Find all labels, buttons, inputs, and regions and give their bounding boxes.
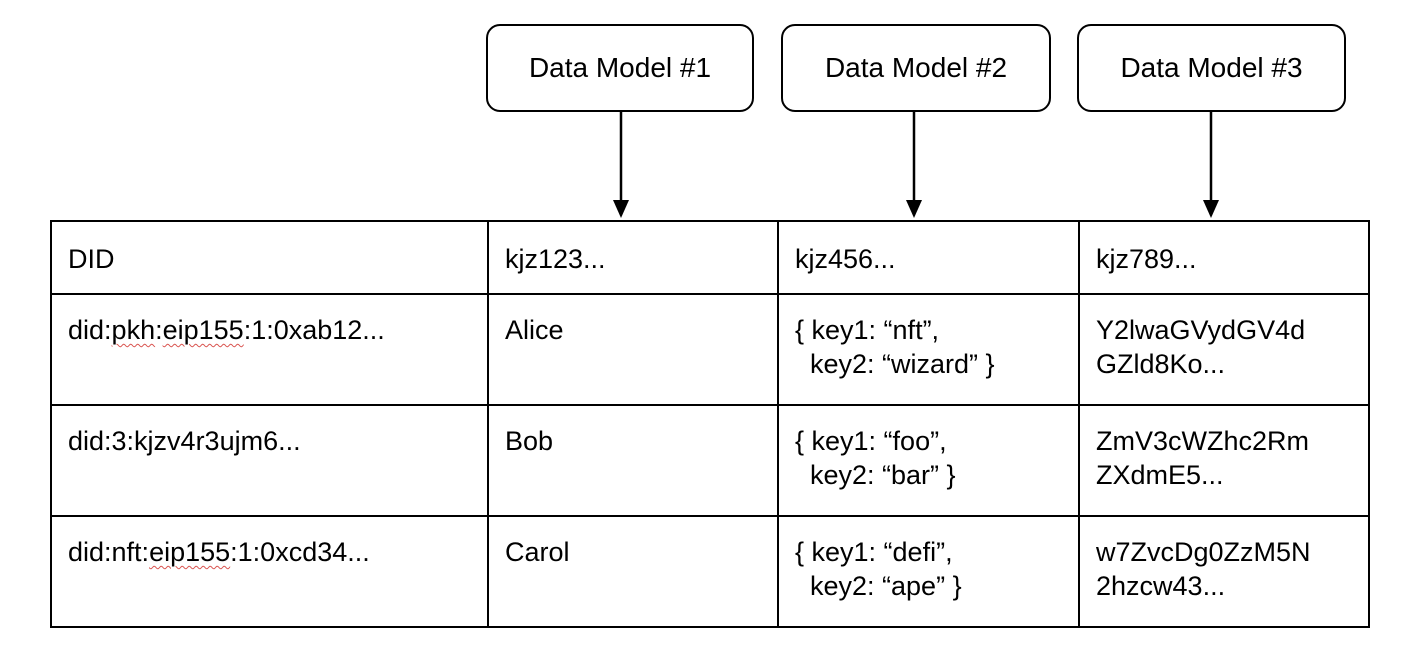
did-method: pkh (111, 315, 156, 345)
model-3-line-2: ZXdmE5... (1096, 460, 1224, 490)
data-model-3-label: Data Model #3 (1120, 52, 1303, 83)
header-model-2: kjz456... (777, 220, 1080, 295)
model-3-line-1: w7ZvcDg0ZzM5N (1096, 537, 1311, 567)
did-separator: : (155, 315, 163, 345)
model-2-line-1: { key1: “nft”, (795, 315, 940, 345)
model-2-line-1: { key1: “foo”, (795, 426, 947, 456)
did-prefix: did:nft: (68, 537, 150, 567)
did-chain: eip155 (162, 315, 244, 345)
data-model-1-box: Data Model #1 (486, 24, 754, 112)
table-header-row: DID kjz123... kjz456... kjz789... (50, 220, 1370, 295)
header-model-1: kjz123... (487, 220, 779, 295)
arrow-model-1 (613, 112, 629, 218)
did-cell: did:pkh:eip155:1:0xab12... (50, 293, 489, 406)
data-model-2-label: Data Model #2 (824, 52, 1008, 83)
did-suffix: :1:0xcd34... (230, 537, 370, 567)
model-2-line-2: key2: “bar” } (795, 460, 956, 490)
did-data-table: DID kjz123... kjz456... kjz789... did:pk… (50, 220, 1370, 628)
model-2-line-1: { key1: “defi”, (795, 537, 953, 567)
model-3-value: ZmV3cWZhc2Rm ZXdmE5... (1078, 404, 1370, 517)
header-model-3: kjz789... (1078, 220, 1370, 295)
did-prefix: did: (68, 315, 112, 345)
model-3-line-1: ZmV3cWZhc2Rm (1096, 426, 1310, 456)
data-model-3-box: Data Model #3 (1077, 24, 1346, 112)
arrow-model-2 (906, 112, 922, 218)
did-cell: did:3:kjzv4r3ujm6... (50, 404, 489, 517)
model-2-line-2: key2: “wizard” } (795, 349, 995, 379)
table-row: did:3:kjzv4r3ujm6... Bob { key1: “foo”, … (50, 404, 1370, 517)
model-1-value: Carol (487, 515, 779, 628)
model-3-line-1: Y2lwaGVydGV4d (1096, 315, 1306, 345)
data-model-2-box: Data Model #2 (781, 24, 1051, 112)
model-3-line-2: 2hzcw43... (1096, 571, 1226, 601)
model-1-value: Alice (487, 293, 779, 406)
model-3-value: Y2lwaGVydGV4d GZld8Ko... (1078, 293, 1370, 406)
model-2-line-2: key2: “ape” } (795, 571, 962, 601)
model-3-value: w7ZvcDg0ZzM5N 2hzcw43... (1078, 515, 1370, 628)
model-1-value: Bob (487, 404, 779, 517)
table-row: did:nft:eip155:1:0xcd34... Carol { key1:… (50, 515, 1370, 628)
model-2-value: { key1: “foo”, key2: “bar” } (777, 404, 1080, 517)
did-cell: did:nft:eip155:1:0xcd34... (50, 515, 489, 628)
did-chain: eip155 (149, 537, 231, 567)
model-2-value: { key1: “nft”, key2: “wizard” } (777, 293, 1080, 406)
did-suffix: :1:0xab12... (243, 315, 385, 345)
model-2-value: { key1: “defi”, key2: “ape” } (777, 515, 1080, 628)
model-3-line-2: GZld8Ko... (1096, 349, 1226, 379)
arrow-model-3 (1203, 112, 1219, 218)
table-row: did:pkh:eip155:1:0xab12... Alice { key1:… (50, 293, 1370, 406)
header-did: DID (50, 220, 489, 295)
data-model-1-label: Data Model #1 (528, 52, 712, 83)
